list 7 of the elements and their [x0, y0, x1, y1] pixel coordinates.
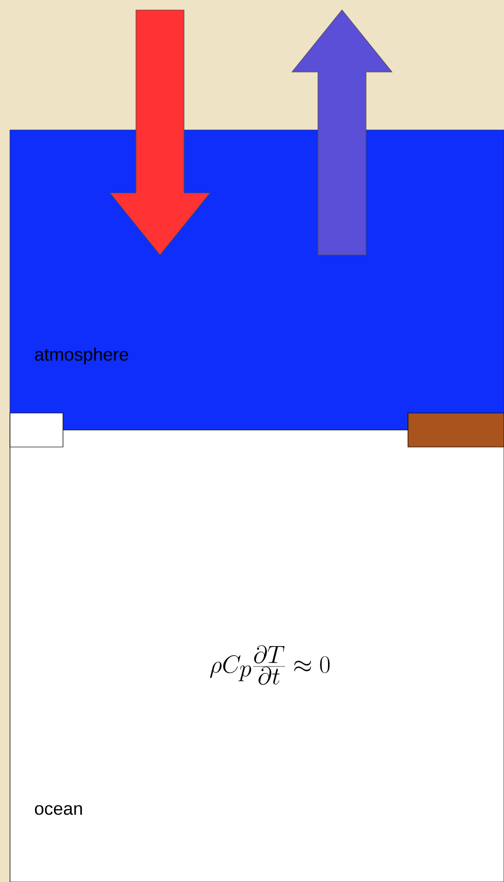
atmosphere-box — [10, 130, 504, 430]
equation: $\rho C_{p} \frac{\partial T}{\partial t} \approx 0$ — [210, 645, 330, 685]
ocean-box — [10, 430, 504, 882]
label: atmosphere — [34, 348, 128, 364]
box — [408, 412, 504, 448]
box — [10, 412, 64, 448]
label: ocean — [34, 805, 82, 815]
